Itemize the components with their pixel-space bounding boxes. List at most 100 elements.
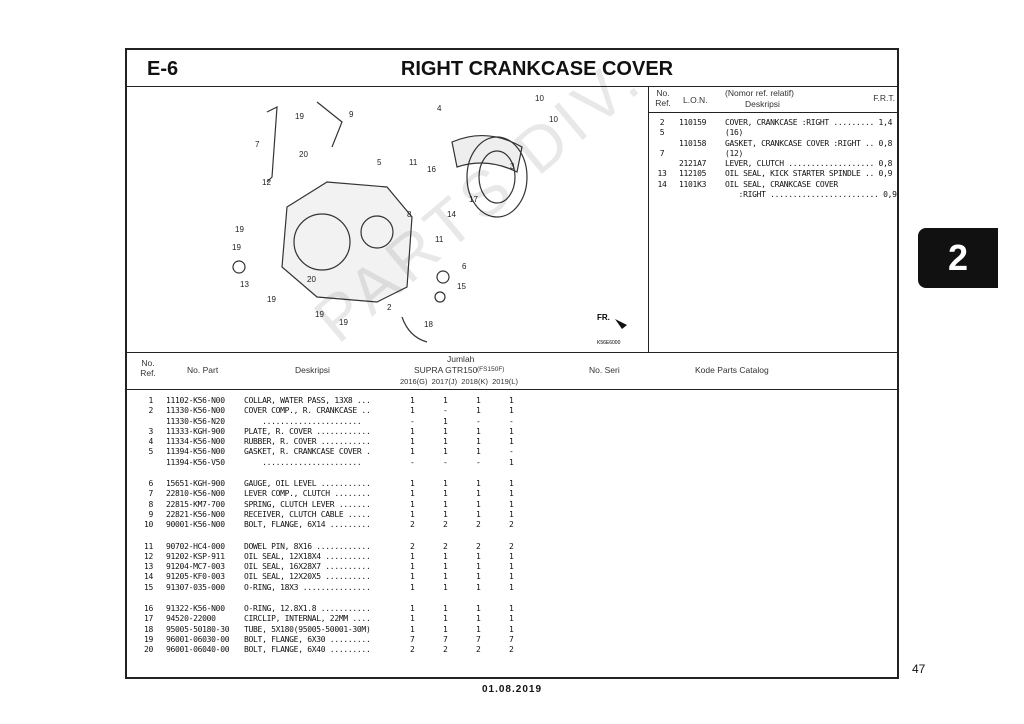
row-ref: 3 xyxy=(148,426,153,436)
header-years: 2016(G) 2017(J) 2018(K) 2019(L) xyxy=(400,377,518,386)
row-ref: 5 xyxy=(148,447,153,457)
callout-label: 20 xyxy=(299,150,308,159)
row-qty: 1 xyxy=(410,489,415,499)
callout-label: 17 xyxy=(469,195,478,204)
row-ref: 7 xyxy=(148,489,153,499)
row-qty: 1 xyxy=(509,489,514,499)
front-label: FR. xyxy=(597,313,610,322)
row-description: TUBE, 5X180(95005-50001-30M) xyxy=(244,624,371,634)
row-qty: 1 xyxy=(509,604,514,614)
row-description: CIRCLIP, INTERNAL, 22MM .... xyxy=(244,614,371,624)
row-ref: 6 xyxy=(148,479,153,489)
callout-label: 11 xyxy=(409,158,418,167)
row-qty: 1 xyxy=(410,624,415,634)
row-qty: 1 xyxy=(509,572,514,582)
diagram-code: K56E6000 xyxy=(597,340,621,346)
row-ref: 2 xyxy=(148,406,153,416)
table-row: 11394-K56-V50 ......................---1 xyxy=(127,458,897,468)
callout-label: 11 xyxy=(435,235,444,244)
row-qty: 1 xyxy=(476,562,481,572)
row-qty: 2 xyxy=(476,520,481,530)
row-ref: 16 xyxy=(143,604,153,614)
row-ref: 14 xyxy=(143,572,153,582)
row-qty: 2 xyxy=(410,645,415,655)
row-qty: 1 xyxy=(410,604,415,614)
row-qty: 1 xyxy=(410,509,415,519)
row-qty: 7 xyxy=(509,634,514,644)
row-qty: 1 xyxy=(443,604,448,614)
callout-label: 16 xyxy=(427,165,436,174)
header-part: No. Part xyxy=(187,365,219,375)
row-qty: 1 xyxy=(410,551,415,561)
row-qty: 1 xyxy=(509,499,514,509)
callout-label: 19 xyxy=(267,295,276,304)
section-code: E-6 xyxy=(147,58,179,80)
row-qty: 1 xyxy=(443,416,448,426)
row-qty: 7 xyxy=(410,634,415,644)
row-qty: - xyxy=(476,457,481,467)
row-qty: 1 xyxy=(443,489,448,499)
frt-ref: 7 xyxy=(659,148,665,158)
row-description: OIL SEAL, 12X18X4 .......... xyxy=(244,551,371,561)
row-qty: 1 xyxy=(509,396,514,405)
row-qty: 2 xyxy=(476,645,481,655)
row-qty: 1 xyxy=(476,479,481,489)
row-ref: 8 xyxy=(148,499,153,509)
row-qty: 1 xyxy=(443,572,448,582)
row-description: DOWEL PIN, 8X16 ............ xyxy=(244,541,371,551)
callout-label: 19 xyxy=(232,243,241,252)
callout-label: 10 xyxy=(535,94,544,103)
callout-label: 7 xyxy=(255,140,260,149)
row-description: RUBBER, R. COVER ........... xyxy=(244,437,371,447)
row-description: GASKET, R. CRANKCASE COVER . xyxy=(244,447,371,457)
page-number: 47 xyxy=(912,662,926,676)
row-qty: 2 xyxy=(410,541,415,551)
header-model-code: (FS150F) xyxy=(477,366,505,373)
row-qty: - xyxy=(476,416,481,426)
frt-header-ref: No. Ref. xyxy=(655,88,671,108)
row-qty: 1 xyxy=(443,624,448,634)
callout-label: 20 xyxy=(307,275,316,284)
row-qty: 1 xyxy=(476,614,481,624)
row-ref: 10 xyxy=(143,520,153,530)
row-qty: 1 xyxy=(476,396,481,405)
row-qty: - xyxy=(410,416,415,426)
row-qty: 2 xyxy=(443,520,448,530)
row-qty: 1 xyxy=(476,426,481,436)
row-part-number: 22810-K56-N00 xyxy=(166,489,225,499)
row-qty: 1 xyxy=(476,509,481,519)
callout-label: 18 xyxy=(424,320,433,329)
row-description: BOLT, FLANGE, 6X40 ......... xyxy=(244,645,371,655)
callout-label: 2 xyxy=(387,303,392,312)
row-qty: 1 xyxy=(443,437,448,447)
row-ref: 12 xyxy=(143,551,153,561)
row-ref: 11 xyxy=(143,541,153,551)
row-qty: 1 xyxy=(410,582,415,592)
row-qty: 1 xyxy=(443,499,448,509)
row-qty: 1 xyxy=(443,562,448,572)
frt-ref: 2 xyxy=(659,118,665,127)
row-ref: 1 xyxy=(148,396,153,405)
row-ref: 17 xyxy=(143,614,153,624)
frt-lon: 1101K3 xyxy=(679,179,707,189)
header-serial: No. Seri xyxy=(589,365,620,375)
row-part-number: 91202-KSP-911 xyxy=(166,551,225,561)
row-description: COVER COMP., R. CRANKCASE .. xyxy=(244,406,371,416)
page-title: RIGHT CRANKCASE COVER xyxy=(400,58,674,80)
footer-date: 01.08.2019 xyxy=(481,684,543,695)
header-qty: Jumlah xyxy=(447,354,475,364)
row-qty: 1 xyxy=(476,572,481,582)
row-qty: 1 xyxy=(509,457,514,467)
row-description: BOLT, FLANGE, 6X30 ......... xyxy=(244,634,371,644)
callout-label: 13 xyxy=(240,280,249,289)
frt-lon: 112105 xyxy=(679,169,707,179)
row-qty: 7 xyxy=(476,634,481,644)
